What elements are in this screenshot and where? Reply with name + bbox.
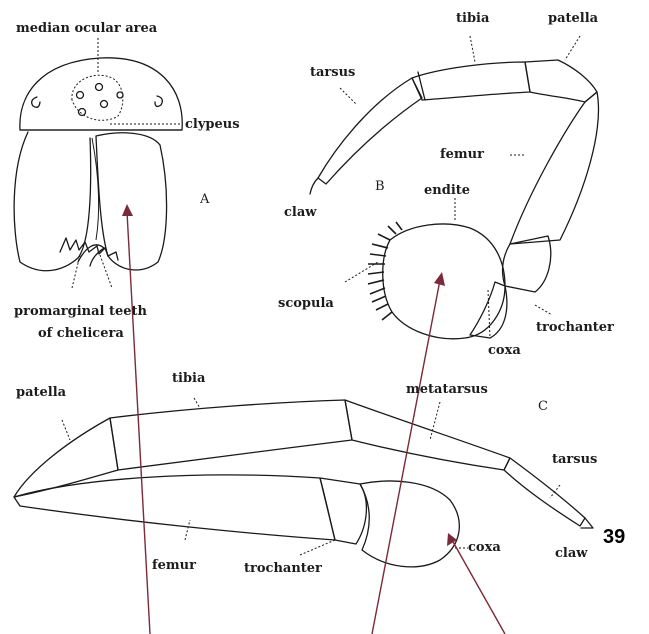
eyes: [32, 84, 163, 116]
label-b-claw: claw: [284, 206, 316, 219]
arrowhead-endite: [434, 272, 445, 286]
arrow-to-chelicera: [127, 212, 150, 634]
leg-patella: [14, 418, 118, 497]
label-b-tibia: tibia: [456, 12, 489, 25]
label-c-metatarsus: metatarsus: [406, 383, 488, 396]
palp-patella: [525, 60, 597, 102]
leg-metatarsus: [345, 400, 510, 470]
palp-claw: [310, 178, 318, 194]
label-c-tibia: tibia: [172, 372, 205, 385]
label-b-scopula: scopula: [278, 297, 334, 310]
label-b-tarsus: tarsus: [310, 66, 355, 79]
scopula-hairs: [368, 222, 402, 320]
leg-tibia: [110, 400, 352, 470]
letter-a: A: [200, 193, 209, 206]
label-clypeus: clypeus: [185, 118, 240, 131]
right-chelicera: [96, 133, 167, 270]
leg-tarsus: [504, 458, 585, 526]
label-promarginal-teeth: promarginal teeth: [14, 305, 147, 318]
palp-femur: [510, 92, 598, 244]
leg-claw: [581, 518, 593, 528]
label-b-coxa: coxa: [488, 344, 521, 357]
label-c-claw: claw: [555, 547, 587, 560]
palp-tibia: [412, 62, 530, 100]
palp-tarsus: [318, 78, 422, 184]
palp-trochanter: [503, 236, 551, 292]
leg-femur: [14, 475, 335, 540]
page-number: 39: [603, 526, 625, 549]
letter-c: C: [538, 400, 548, 413]
label-c-coxa: coxa: [468, 541, 501, 554]
label-c-trochanter: trochanter: [244, 562, 322, 575]
label-c-patella: patella: [16, 386, 66, 399]
carapace-outline: [20, 58, 182, 130]
label-c-femur: femur: [152, 559, 196, 572]
label-of-chelicera: of chelicera: [38, 327, 124, 340]
label-b-patella: patella: [548, 12, 598, 25]
label-median-ocular-area: median ocular area: [16, 22, 157, 35]
arrowhead-chelicera: [122, 204, 133, 216]
leg-trochanter: [320, 478, 366, 544]
leg-coxa: [360, 481, 459, 567]
letter-b: B: [375, 180, 385, 193]
label-b-endite: endite: [424, 184, 470, 197]
part-a-drawing: [14, 38, 182, 288]
label-c-tarsus: tarsus: [552, 453, 597, 466]
label-b-femur: femur: [440, 148, 484, 161]
label-b-trochanter: trochanter: [536, 321, 614, 334]
part-c-drawing: [14, 398, 593, 567]
